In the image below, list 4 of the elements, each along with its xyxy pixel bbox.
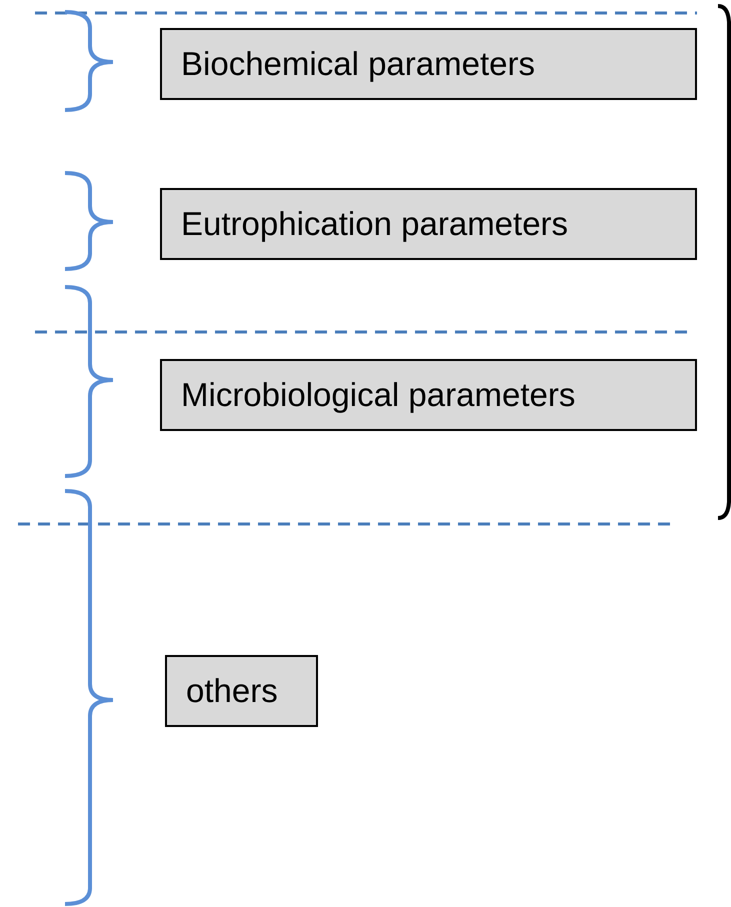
parameter-box: Eutrophication parameters <box>160 188 697 260</box>
parameter-box: Microbiological parameters <box>160 359 697 431</box>
parameter-box: Biochemical parameters <box>160 28 697 100</box>
parameter-box: others <box>165 655 318 727</box>
